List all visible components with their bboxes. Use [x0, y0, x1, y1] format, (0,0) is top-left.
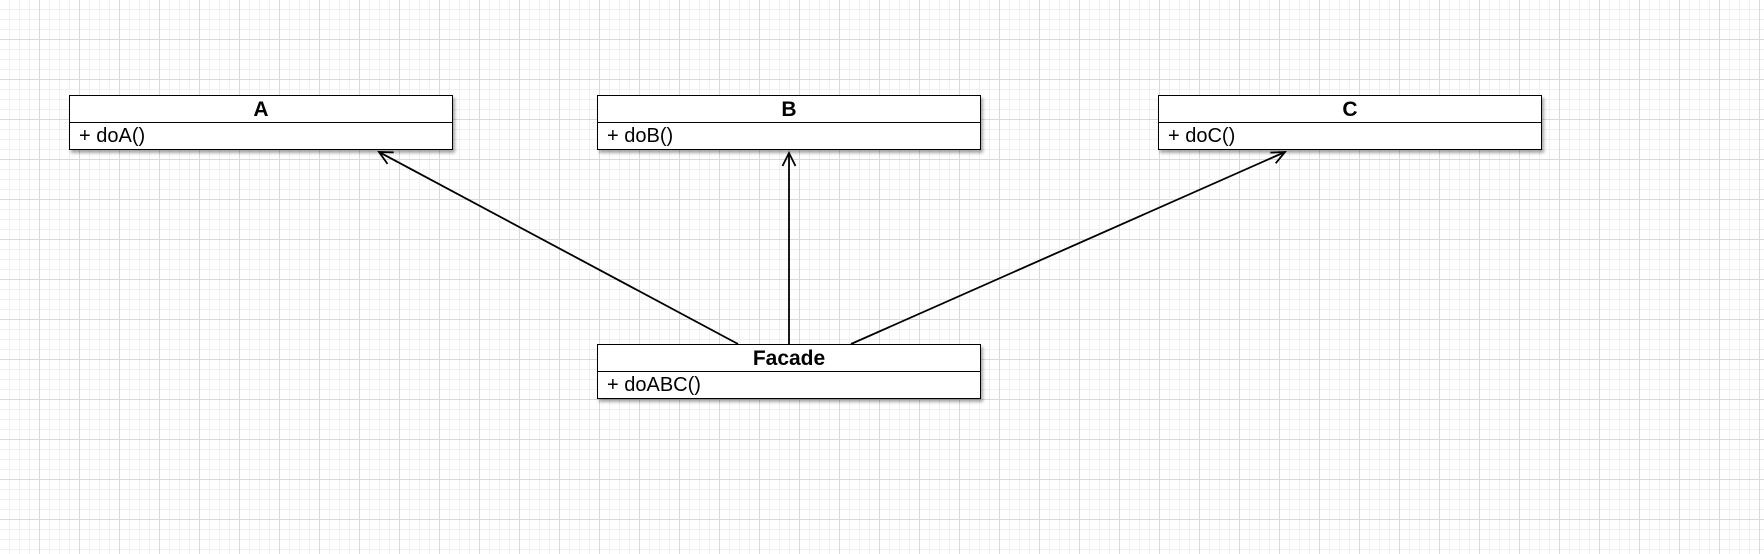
- arrowhead-open: [781, 150, 797, 167]
- class-name: Facade: [598, 345, 980, 372]
- class-box-facade[interactable]: Facade + doABC(): [597, 344, 981, 399]
- class-name: B: [598, 96, 980, 123]
- edge-facade-to-c: [850, 151, 1287, 345]
- class-operation: + doC(): [1168, 125, 1236, 147]
- class-name: C: [1159, 96, 1541, 123]
- class-name: A: [70, 96, 452, 123]
- class-operation: + doB(): [607, 125, 674, 147]
- class-operation: + doA(): [79, 125, 146, 147]
- edge-line: [378, 151, 739, 345]
- class-box-c[interactable]: C + doC(): [1158, 95, 1542, 150]
- edge-facade-to-b: [781, 150, 797, 344]
- edge-facade-to-a: [377, 151, 739, 345]
- class-operation: + doABC(): [607, 374, 701, 396]
- arrowhead-open: [377, 151, 394, 165]
- class-box-a[interactable]: A + doA(): [69, 95, 453, 150]
- edge-line: [850, 151, 1286, 345]
- arrowhead-open: [1270, 151, 1287, 164]
- class-box-b[interactable]: B + doB(): [597, 95, 981, 150]
